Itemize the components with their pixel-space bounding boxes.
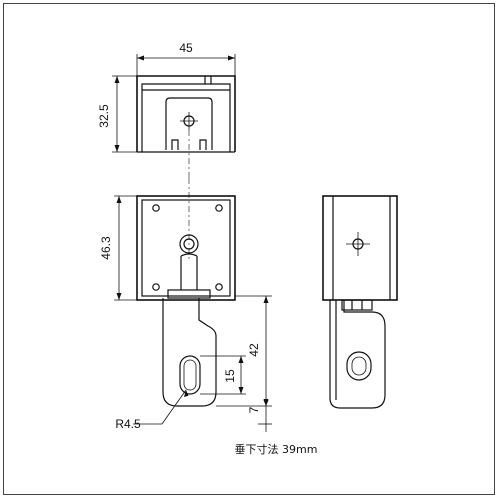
top-view bbox=[112, 54, 236, 180]
dim-height-front: 46.3 bbox=[99, 236, 113, 260]
dim-drop-length: 42 bbox=[247, 343, 261, 357]
caption: 垂下寸法 39mm bbox=[235, 442, 318, 456]
side-view bbox=[322, 195, 398, 409]
dim-slot-length: 15 bbox=[223, 369, 237, 383]
front-view bbox=[114, 178, 272, 432]
drawing-frame bbox=[3, 3, 495, 495]
dim-radius: R4.5 bbox=[115, 417, 141, 431]
dim-width-top: 45 bbox=[179, 41, 193, 55]
dim-bottom-offset: 7 bbox=[247, 406, 261, 413]
dim-height-top: 32.5 bbox=[97, 104, 111, 128]
